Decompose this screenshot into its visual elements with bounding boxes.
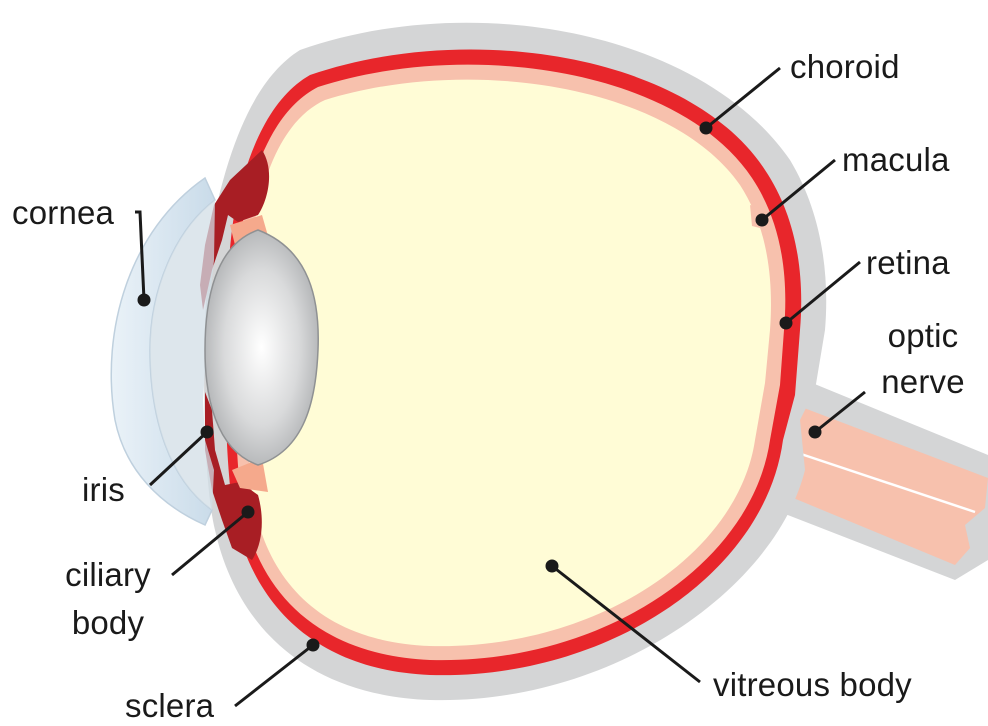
leader-vitreous-body-dot	[547, 561, 557, 571]
label-cornea: cornea	[12, 193, 114, 233]
label-retina: retina	[866, 243, 950, 283]
label-iris: iris	[82, 470, 125, 510]
leader-cornea-dot	[139, 295, 149, 305]
label-choroid: choroid	[790, 47, 900, 87]
label-sclera: sclera	[125, 686, 214, 726]
label-optic-nerve-line2: nerve	[868, 362, 978, 402]
label-optic-nerve: optic nerve	[868, 316, 978, 401]
label-vitreous-body: vitreous body	[713, 665, 912, 705]
leader-choroid-dot	[701, 123, 711, 133]
label-ciliary-body-line2: body	[50, 603, 166, 643]
leader-macula-dot	[757, 215, 767, 225]
leader-optic-nerve-dot	[810, 427, 820, 437]
leader-ciliary-body-dot	[243, 507, 253, 517]
label-ciliary-body: ciliary body	[50, 555, 166, 642]
label-ciliary-body-line1: ciliary	[50, 555, 166, 595]
lens	[205, 230, 318, 465]
leader-retina-dot	[781, 318, 791, 328]
leader-iris-dot	[202, 427, 212, 437]
leader-sclera-dot	[308, 640, 318, 650]
leader-sclera	[235, 645, 313, 706]
label-optic-nerve-line1: optic	[868, 316, 978, 356]
label-macula: macula	[842, 140, 950, 180]
